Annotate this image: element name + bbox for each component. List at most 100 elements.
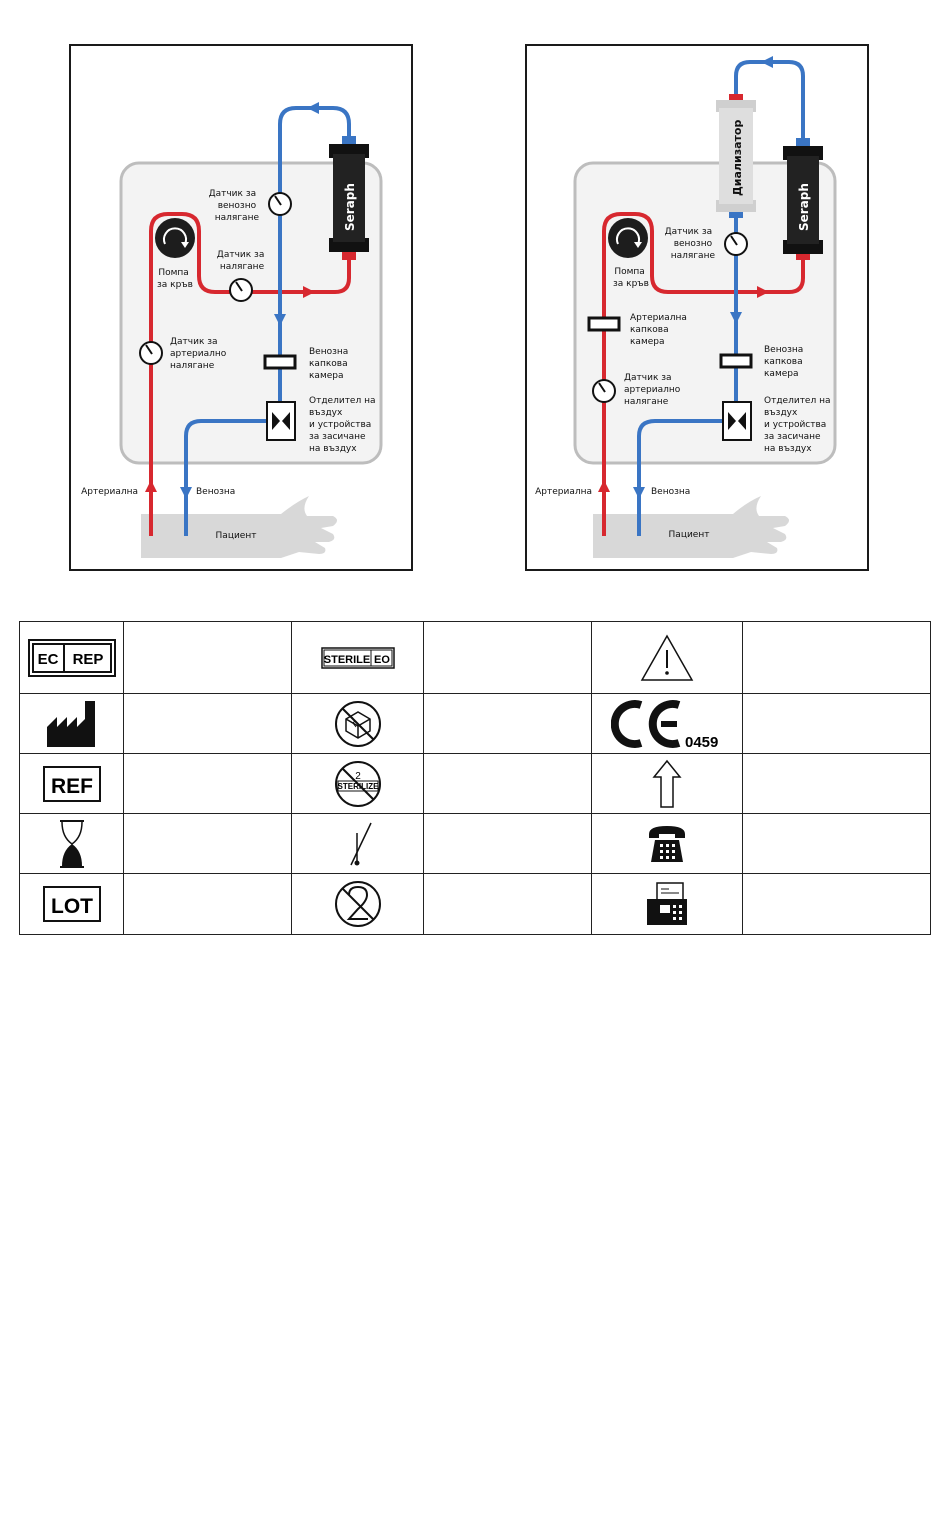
arterial-label: Артериална [535,487,592,497]
pump-rotation-icon [163,227,187,245]
pump-label: Помпа за кръв [157,268,193,290]
arterial-label: Артериална [81,487,138,497]
table-row [19,813,931,874]
table-row: 0459 [19,693,931,754]
dialyzer-cap-top [729,94,743,102]
symbols-table: EC REP STERILE EO [19,621,931,935]
venous-arrow-left [307,102,319,114]
ce-mark-cell: 0459 [591,693,743,754]
diagram-left: Seraph Датчик за венозно налягане Датчик… [69,44,413,571]
venous-label: Венозна [651,487,690,497]
ref-cell: REF [19,753,124,814]
use-by-cell [19,813,124,874]
sterile-eo-icon: STERILE EO [320,646,395,669]
blood-pump [608,218,648,258]
svg-text:LOT: LOT [51,895,93,918]
arterial-arrow-up [145,480,157,492]
lot-icon: LOT [42,886,101,922]
ec-rep-icon: EC REP [27,638,116,677]
blank-cell [742,873,931,935]
blank-cell [123,873,292,935]
venous-pressure-gauge [268,192,292,216]
venous-arrow-down-2 [633,487,645,499]
pump-label: Помпа за кръв [613,267,649,289]
fax-icon [647,882,687,925]
manufacturer-icon [46,700,95,747]
venous-line-bottom [637,419,738,536]
venous-sensor-label: Датчик за венозно налягане [665,227,716,261]
venous-arrow-down-1 [730,312,742,324]
blank-cell [742,621,931,694]
venous-arrow-down-2 [180,487,192,499]
venous-drip-label: Венозна капкова камера [764,345,806,379]
ref-icon: REF [42,765,101,802]
hourglass-icon [59,819,84,868]
venous-sensor-label: Датчик за венозно налягане [209,189,260,223]
arterial-arrow-up [598,480,610,492]
dialyzer-label: Диализатор [731,120,744,196]
seraph-cap-top [342,136,356,146]
arterial-pressure-gauge [592,379,616,403]
venous-drip-label: Венозна капкова камера [309,347,351,381]
blank-cell [742,753,931,814]
telephone-cell [591,813,743,874]
lot-cell: LOT [19,873,124,935]
patient-arm [141,496,337,558]
diagram-right: Диализатор Seraph Датчик за венозно наля… [525,44,869,571]
dialyzer-body [719,108,753,204]
venous-arrow-down-1 [274,314,286,326]
pressure-gauge [229,278,253,302]
seraph-body [333,154,365,242]
blank-cell [123,813,292,874]
ce-mark-icon: 0459 [611,699,718,749]
fax-cell [591,873,743,935]
svg-text:REP: REP [72,651,103,668]
table-row: LOT [19,873,931,935]
seraph-body [787,156,819,244]
blank-cell [742,693,931,754]
up-arrow-icon [652,759,682,808]
svg-text:EO: EO [374,654,390,666]
venous-pressure-gauge [724,232,748,256]
pump-rotation-icon [616,227,640,245]
air-separator-label: Отделител на въздух и устройства за заси… [764,396,833,454]
venous-drip-chamber [263,354,297,370]
arterial-drip-label: Артериална капкова камера [630,313,690,347]
air-separator [722,401,752,441]
svg-text:STERILIZE: STERILIZE [337,782,379,791]
pressure-sensor-label: Датчик за налягане [217,250,267,272]
sterile-eo-cell: STERILE EO [291,621,424,694]
do-not-use-damaged-cell [291,693,424,754]
arterial-sensor-label: Датчик за артериално налягане [624,373,683,407]
temperature-limit-cell [291,813,424,874]
seraph-label: Seraph [343,183,357,231]
air-separator-label: Отделител на въздух и устройства за заси… [309,396,378,454]
air-separator [266,401,296,441]
caution-cell [591,621,743,694]
blank-cell [423,753,592,814]
diagram-right-svg: Диализатор Seraph Датчик за венозно наля… [535,56,837,558]
svg-text:0459: 0459 [685,734,718,749]
venous-drip-chamber [719,353,753,369]
blank-cell [423,621,592,694]
manufacturer-cell [19,693,124,754]
blood-pump [155,218,195,258]
table-row: REF STERILIZE 2 [19,753,931,814]
venous-line-bottom [184,419,282,536]
blank-cell [423,693,592,754]
svg-text:EC: EC [37,651,58,668]
svg-text:2: 2 [355,771,361,782]
seraph-label: Seraph [797,183,811,231]
loop-arrow-left [761,56,773,68]
dialyzer-cap-bottom [729,210,743,218]
seraph-cap-bottom [796,250,810,260]
blank-cell [423,813,592,874]
blank-cell [742,813,931,874]
blank-cell [123,621,292,694]
venous-label: Венозна [196,487,235,497]
caution-icon [640,633,694,681]
svg-text:REF: REF [51,775,93,798]
do-not-use-if-damaged-icon [334,700,381,747]
arterial-arrow-right [757,286,769,298]
arterial-arrow-right [303,286,315,298]
